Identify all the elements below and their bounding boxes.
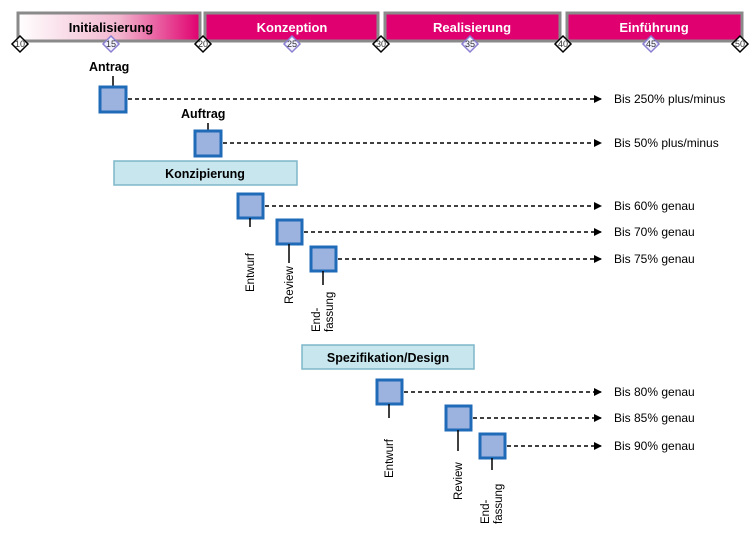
milestone-auftrag: Auftrag Bis 50% plus/minus: [181, 107, 719, 158]
svg-text:50: 50: [735, 39, 745, 49]
tick-25: 25: [282, 34, 302, 54]
phase-einfuehrung: [565, 11, 744, 43]
k-endfassung-label-1: End-: [311, 308, 323, 332]
antrag-estimate: Bis 250% plus/minus: [614, 92, 725, 106]
k-entwurf-label: Entwurf: [245, 252, 257, 292]
k-endfassung-label-2: fassung: [324, 292, 336, 332]
phase-realisierung-label: Realisierung: [433, 20, 511, 35]
auftrag-estimate: Bis 50% plus/minus: [614, 136, 719, 150]
milestone-antrag: Antrag Bis 250% plus/minus: [89, 60, 725, 114]
svg-text:15: 15: [106, 39, 116, 49]
stage-spezifikation: Spezifikation/Design Entwurf Bis 80% gen…: [301, 344, 695, 524]
svg-text:30: 30: [376, 39, 386, 49]
auftrag-label: Auftrag: [181, 107, 225, 121]
svg-text:25: 25: [287, 39, 297, 49]
s-review-estimate: Bis 85% genau: [614, 411, 695, 425]
s-entwurf-node: [375, 378, 404, 406]
antrag-node: [98, 85, 128, 114]
tick-30: 30: [371, 34, 391, 54]
auftrag-node: [193, 129, 223, 158]
s-endfassung-estimate: Bis 90% genau: [614, 439, 695, 453]
tick-10: 10: [10, 34, 30, 54]
k-review-node: [275, 218, 304, 246]
tick-15: 15: [101, 34, 121, 54]
ticks: 10 15 20 25 30 35 40 45: [10, 34, 750, 54]
spezifikation-box: [301, 344, 475, 370]
tick-45: 45: [641, 34, 661, 54]
svg-text:40: 40: [558, 39, 568, 49]
k-endfassung-node: [309, 245, 338, 273]
tick-40: 40: [553, 34, 573, 54]
k-review-estimate: Bis 70% genau: [614, 225, 695, 239]
k-review-label: Review: [284, 266, 296, 304]
phase-einfuehrung-label: Einführung: [619, 20, 688, 35]
konzipierung-label: Konzipierung: [165, 167, 245, 181]
phase-initialisierung-label: Initialisierung: [69, 20, 154, 35]
svg-text:10: 10: [15, 39, 25, 49]
s-entwurf-estimate: Bis 80% genau: [614, 385, 695, 399]
k-entwurf-node: [236, 192, 265, 220]
s-review-node: [444, 404, 473, 432]
phase-konzeption-label: Konzeption: [257, 20, 328, 35]
spezifikation-label: Spezifikation/Design: [327, 351, 449, 365]
antrag-label: Antrag: [89, 60, 129, 74]
tick-35: 35: [460, 34, 480, 54]
tick-20: 20: [193, 34, 213, 54]
svg-text:35: 35: [465, 39, 475, 49]
svg-text:45: 45: [646, 39, 656, 49]
s-entwurf-label: Entwurf: [384, 438, 396, 478]
k-endfassung-estimate: Bis 75% genau: [614, 252, 695, 266]
k-entwurf-estimate: Bis 60% genau: [614, 199, 695, 213]
tick-50: 50: [730, 34, 750, 54]
konzipierung-box: [113, 160, 298, 186]
phase-bar: Initialisierung Konzeption Realisierung …: [16, 11, 744, 43]
s-review-label: Review: [453, 462, 465, 500]
s-endfassung-label-2: fassung: [493, 484, 505, 524]
s-endfassung-label-1: End-: [480, 500, 492, 524]
svg-text:20: 20: [198, 39, 208, 49]
s-endfassung-node: [478, 432, 507, 460]
stage-konzipierung: Konzipierung Entwurf Bis 60% genau Revie…: [113, 160, 695, 332]
